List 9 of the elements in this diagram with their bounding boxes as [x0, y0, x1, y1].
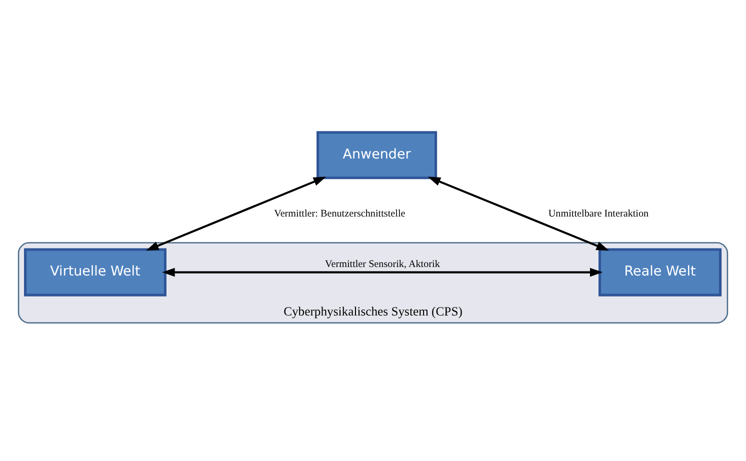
arrow [162, 267, 603, 276]
node-box: Reale Welt [598, 248, 722, 296]
node-box: Virtuelle Welt [24, 248, 166, 296]
node-box: Anwender [316, 130, 438, 179]
arrow [146, 176, 326, 250]
edge-label: Vermittler: Benutzerschnittstelle [274, 208, 406, 219]
arrow [428, 176, 609, 250]
edge-label: Vermittler Sensorik, Aktorik [325, 258, 440, 270]
edge-label: Unmittelbare Interaktion [548, 208, 649, 219]
